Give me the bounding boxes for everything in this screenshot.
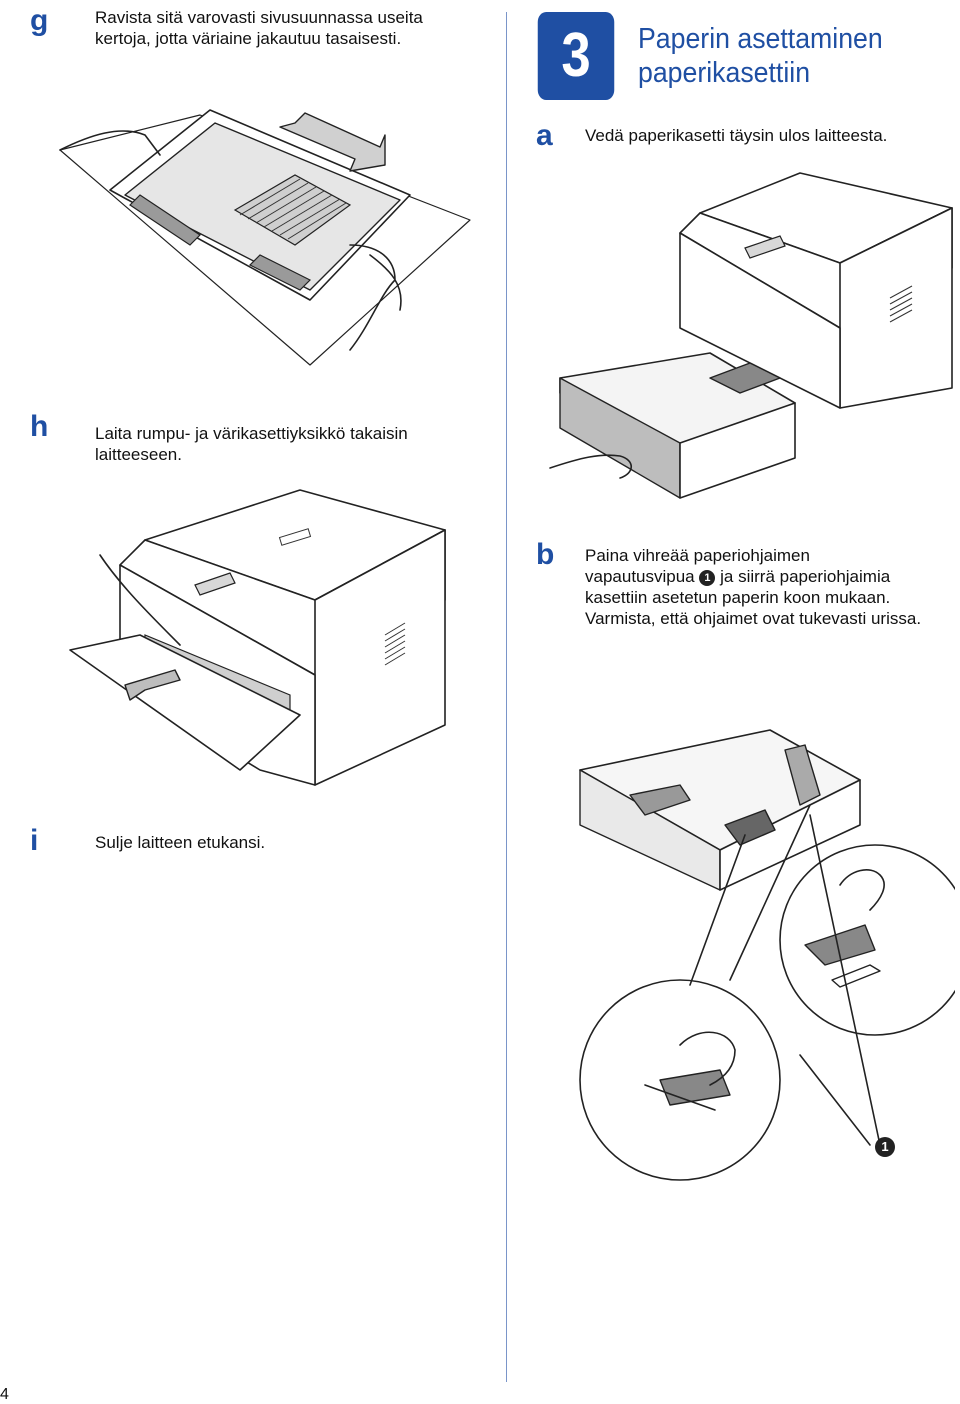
section-number-badge: 3 xyxy=(537,12,615,100)
pull-tray-illustration xyxy=(549,172,953,499)
substep-b-line2: vapautusvipua 1 ja siirrä paperiohjaimia xyxy=(585,566,960,587)
paper-guides-illustration xyxy=(579,729,955,1181)
step-letter-h: h xyxy=(30,410,49,443)
substep-letter-a: a xyxy=(536,119,553,152)
step-letter-i: i xyxy=(30,824,39,857)
substep-b-line2-pre: vapautusvipua xyxy=(585,567,695,586)
substep-b-line3: kasettiin asetetun paperin koon mukaan. xyxy=(585,588,891,607)
callout-1-badge: 1 xyxy=(875,1137,895,1157)
substep-b-text: Paina vihreää paperiohjaimen vapautusvip… xyxy=(585,545,960,629)
step-i-text: Sulje laitteen etukansi. xyxy=(95,833,266,852)
section-title: Paperin asettaminen paperikasettiin xyxy=(638,22,883,90)
callout-1-inline-icon: 1 xyxy=(699,570,716,586)
column-divider xyxy=(506,12,507,1382)
drum-unit-shake-illustration xyxy=(59,109,471,366)
section-title-line2: paperikasettiin xyxy=(638,57,811,89)
insert-drum-illustration xyxy=(69,489,446,786)
step-letter-g: g xyxy=(30,4,49,37)
page-number: 4 xyxy=(0,1386,9,1403)
substep-b-line1: Paina vihreää paperiohjaimen xyxy=(585,546,810,565)
step-h-text: Laita rumpu- ja värikasettiyksikkö takai… xyxy=(95,423,408,465)
step-h-line2: laitteeseen. xyxy=(95,445,182,464)
section-title-line1: Paperin asettaminen xyxy=(638,23,883,55)
step-g-line1: Ravista sitä varovasti sivusuunnassa use… xyxy=(95,8,423,27)
substep-b-line4: Varmista, että ohjaimet ovat tukevasti u… xyxy=(585,609,922,628)
step-g-line2: kertoja, jotta väriaine jakautuu tasaise… xyxy=(95,29,402,48)
substep-letter-b: b xyxy=(536,538,555,571)
step-g-text: Ravista sitä varovasti sivusuunnassa use… xyxy=(95,7,423,49)
step-h-line1: Laita rumpu- ja värikasettiyksikkö takai… xyxy=(95,424,408,443)
substep-a-text: Vedä paperikasetti täysin ulos laitteest… xyxy=(585,126,888,145)
substep-b-line2-post: ja siirrä paperiohjaimia xyxy=(720,567,891,586)
